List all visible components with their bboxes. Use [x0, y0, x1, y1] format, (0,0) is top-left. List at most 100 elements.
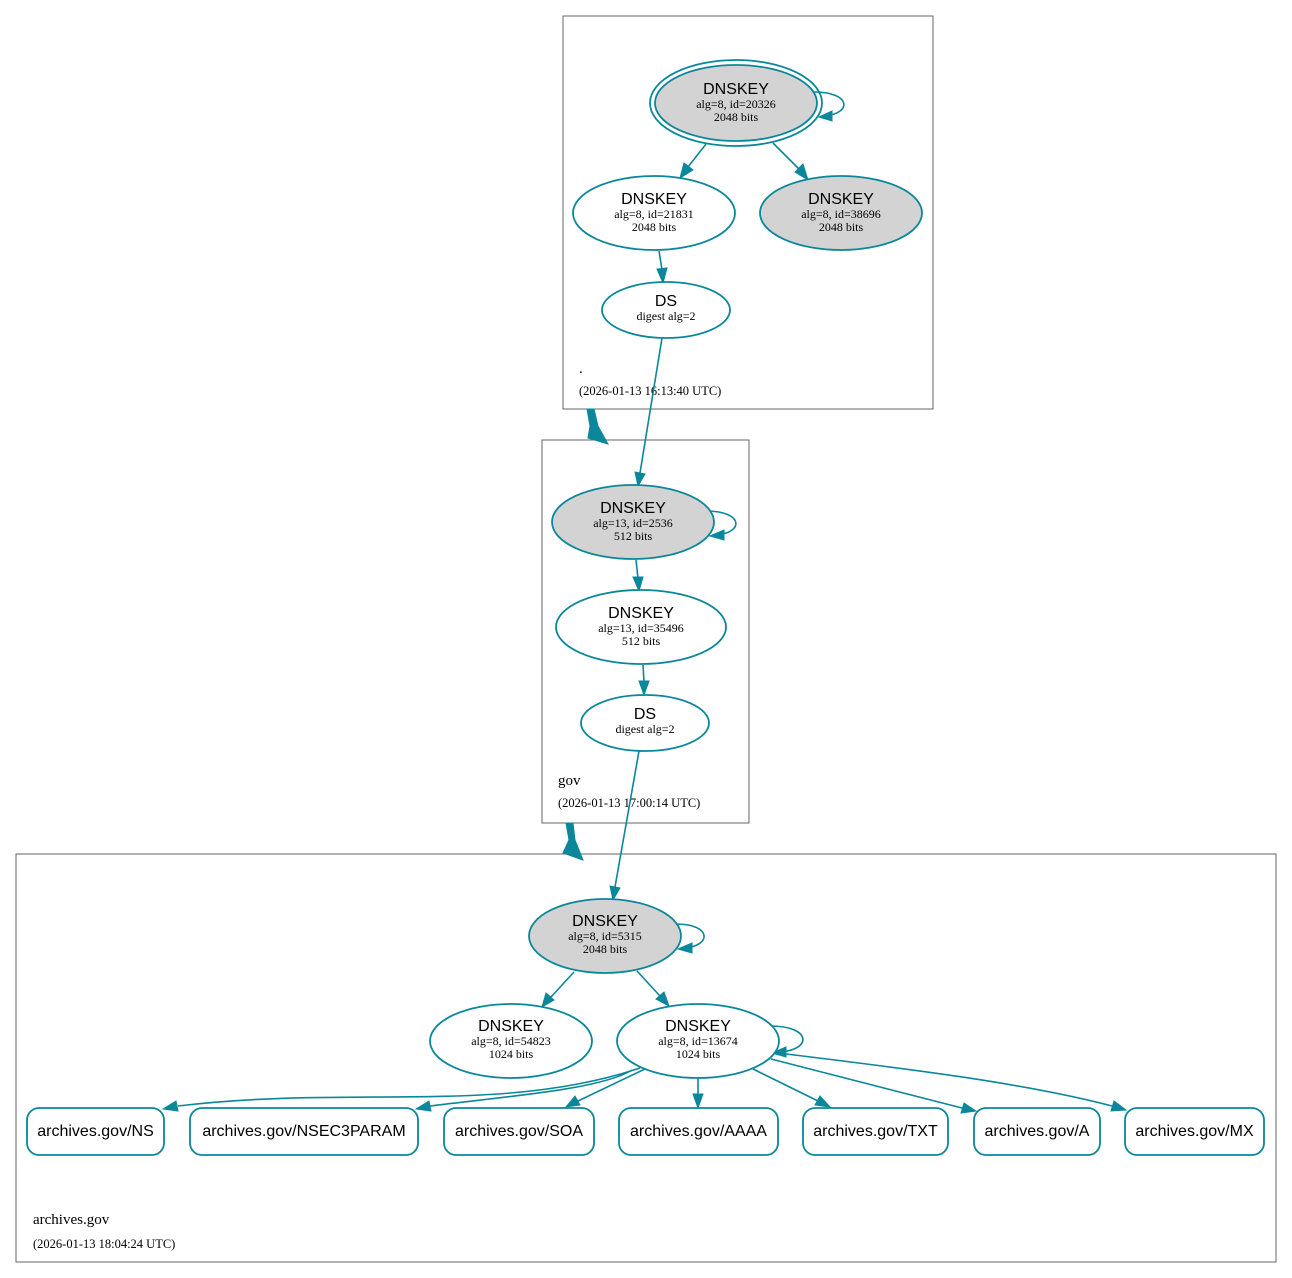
edge-archives-zsk2-self	[769, 1025, 804, 1053]
edge-archives-ksk-to-zsk2	[636, 970, 661, 997]
zone-archives-box	[15, 853, 1277, 1263]
arrowhead	[634, 471, 646, 488]
rrset-label: archives.gov/MX	[1135, 1123, 1254, 1140]
arrowhead	[679, 162, 694, 180]
node-root-ds: DS digest alg=2	[601, 281, 731, 339]
node-key-size: 1024 bits	[489, 1047, 534, 1061]
node-digest: digest alg=2	[615, 722, 674, 736]
node-key-size: 2048 bits	[583, 942, 628, 956]
delegation-gov-to-archives	[562, 822, 584, 861]
node-ellipse	[528, 898, 682, 974]
zone-archives-timestamp: (2026-01-13 18:04:24 UTC)	[33, 1237, 175, 1251]
edge-root-ds-to-gov-ksk	[639, 337, 663, 474]
arrowhead	[960, 1102, 978, 1114]
node-algorithm-id: alg=8, id=54823	[471, 1034, 551, 1048]
edge-zsk-to-mx	[777, 1052, 1113, 1107]
node-title: DNSKEY	[808, 191, 874, 208]
node-algorithm-id: alg=8, id=38696	[801, 207, 881, 221]
zone-root-box	[562, 15, 934, 410]
rrset-mx: archives.gov/MX	[1124, 1107, 1265, 1156]
node-algorithm-id: alg=13, id=35496	[598, 621, 684, 635]
edge-root-zsk1-to-ds	[658, 250, 663, 271]
node-root-ksk-20326: DNSKEY alg=8, id=20326 2048 bits	[649, 59, 823, 147]
arrowhead	[676, 942, 693, 954]
edge-gov-zsk-to-ds	[642, 664, 645, 683]
node-algorithm-id: alg=8, id=5315	[568, 929, 642, 943]
arrowhead	[638, 680, 650, 697]
node-key-size: 2048 bits	[819, 220, 864, 234]
arrowhead	[817, 110, 833, 122]
rrset-label: archives.gov/AAAA	[630, 1123, 767, 1140]
zone-gov-label: gov	[558, 773, 581, 789]
node-algorithm-id: alg=8, id=21831	[614, 207, 694, 221]
arrowhead	[708, 529, 725, 541]
node-archives-zsk-13674: DNSKEY alg=8, id=13674 1024 bits	[616, 1003, 780, 1079]
node-ellipse	[580, 694, 710, 752]
node-digest: digest alg=2	[636, 309, 695, 323]
node-title: DS	[655, 293, 677, 310]
zone-root-label: .	[579, 361, 583, 377]
node-ellipse	[601, 281, 731, 339]
node-gov-zsk-35496: DNSKEY alg=13, id=35496 512 bits	[555, 589, 727, 665]
rrset-box	[189, 1107, 419, 1156]
node-key-size: 2048 bits	[632, 220, 677, 234]
arrowhead	[770, 1046, 787, 1058]
node-title: DNSKEY	[600, 500, 666, 517]
edge-root-ksk-to-zsk1	[687, 143, 707, 168]
node-title: DNSKEY	[572, 913, 638, 930]
node-root-zsk-38696: DNSKEY alg=8, id=38696 2048 bits	[759, 175, 923, 251]
zone-root: . (2026-01-13 16:13:40 UTC)	[562, 15, 934, 410]
rrset-nsec3param: archives.gov/NSEC3PARAM	[189, 1107, 419, 1156]
edge-zsk-to-soa	[577, 1068, 646, 1102]
zone-archives: archives.gov (2026-01-13 18:04:24 UTC)	[15, 853, 1277, 1263]
arrowhead	[632, 576, 644, 593]
node-title: DNSKEY	[665, 1018, 731, 1035]
arrowhead	[794, 163, 809, 182]
node-ellipse	[616, 1003, 780, 1079]
node-title: DNSKEY	[608, 605, 674, 622]
node-root-zsk-21831: DNSKEY alg=8, id=21831 2048 bits	[572, 175, 736, 251]
rrset-soa: archives.gov/SOA	[443, 1107, 595, 1156]
node-title: DS	[634, 706, 656, 723]
node-ellipse	[551, 484, 715, 560]
edge-archives-ksk-to-zsk1	[550, 971, 575, 998]
edge-root-ksk-to-zsk2	[772, 142, 801, 171]
node-ellipse	[429, 1003, 593, 1079]
arrowhead	[609, 885, 621, 902]
node-archives-ksk-5315: DNSKEY alg=8, id=5315 2048 bits	[528, 898, 682, 974]
zone-root-timestamp: (2026-01-13 16:13:40 UTC)	[579, 384, 721, 398]
node-gov-ds: DS digest alg=2	[580, 694, 710, 752]
node-algorithm-id: alg=8, id=13674	[658, 1034, 738, 1048]
arrowhead	[692, 1093, 704, 1110]
node-key-size: 512 bits	[614, 529, 653, 543]
node-gov-ksk-2536: DNSKEY alg=13, id=2536 512 bits	[551, 484, 715, 560]
arrowhead	[1110, 1100, 1128, 1112]
node-algorithm-id: alg=13, id=2536	[593, 516, 673, 530]
node-outer-ring	[649, 59, 823, 147]
node-title: DNSKEY	[703, 81, 769, 98]
rrset-label: archives.gov/A	[985, 1123, 1090, 1140]
arrowhead	[541, 992, 555, 1009]
rrset-a: archives.gov/A	[973, 1107, 1101, 1156]
rrset-box	[443, 1107, 595, 1156]
node-key-size: 512 bits	[622, 634, 661, 648]
node-ellipse	[759, 175, 923, 251]
node-ellipse	[654, 64, 818, 142]
rrset-label: archives.gov/NSEC3PARAM	[202, 1123, 405, 1140]
node-title: DNSKEY	[478, 1018, 544, 1035]
edge-gov-ksk-to-zsk	[635, 559, 639, 579]
rrset-label: archives.gov/SOA	[455, 1123, 583, 1140]
edge-zsk-to-nsec3param	[429, 1069, 633, 1107]
rrset-box	[1124, 1107, 1265, 1156]
rrset-box	[26, 1107, 165, 1156]
rrset-ns: archives.gov/NS	[26, 1107, 165, 1156]
arrowhead	[414, 1100, 432, 1112]
node-key-size: 1024 bits	[676, 1047, 721, 1061]
edges	[161, 91, 1128, 1114]
arrowhead	[564, 1095, 581, 1108]
rrset-txt: archives.gov/TXT	[802, 1107, 949, 1156]
edge-zsk-to-ns	[177, 1067, 641, 1107]
edge-gov-ds-to-archives-ksk	[614, 750, 640, 888]
node-key-size: 2048 bits	[714, 110, 759, 124]
